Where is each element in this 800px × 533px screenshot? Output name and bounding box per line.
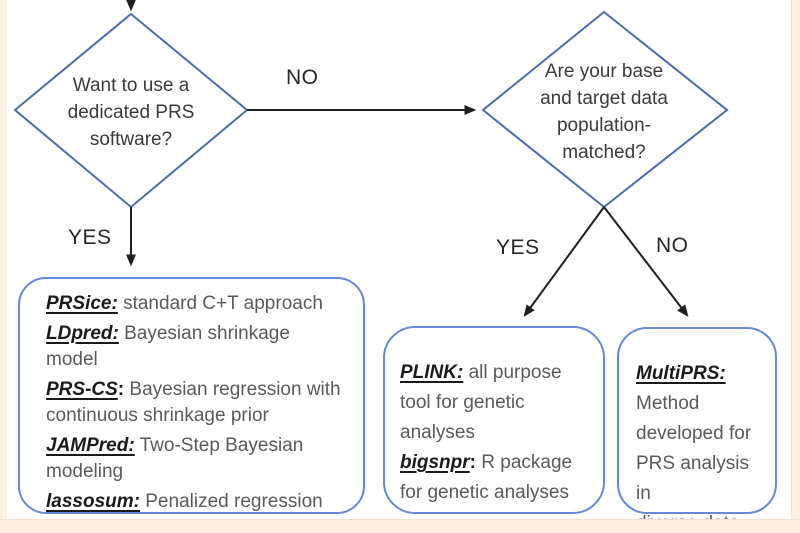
tool-entry-multiprs: MultiPRS: Method developed for PRS analy… — [636, 359, 769, 533]
tool-name: JAMPred: — [46, 435, 135, 456]
tool-entry-ldpred: LDpred: Bayesian shrinkage model — [46, 321, 353, 373]
tool-name: MultiPRS: — [636, 363, 726, 384]
box-diverse-tools: MultiPRS: Method developed for PRS analy… — [617, 327, 777, 533]
question-dedicated-prs: Want to use a dedicated PRS software? — [67, 75, 195, 150]
tool-entry-prsice: PRSice: standard C+T approach — [46, 291, 353, 317]
tool-name: bigsnpr — [400, 452, 470, 473]
tool-name: PLINK: — [400, 362, 464, 383]
tool-entry-plink: PLINK: all purpose tool for genetic anal… — [400, 358, 593, 448]
tool-name: LDpred: — [46, 323, 119, 344]
edge-label-yes-1: YES — [68, 226, 112, 249]
tool-desc: R package for genetic analyses — [400, 452, 573, 503]
edge-label-no-2: NO — [656, 234, 689, 257]
page-edge-right — [791, 0, 800, 533]
tool-name: lassosum: — [46, 491, 140, 512]
tool-desc: Two-Step Bayesian modeling — [46, 435, 304, 482]
box-matched-tools: PLINK: all purpose tool for genetic anal… — [383, 326, 605, 514]
tool-desc: Method developed for PRS analysis in div… — [636, 393, 752, 533]
tool-name: PRS-CS — [46, 379, 118, 400]
box-dedicated-tools: PRSice: standard C+T approach LDpred: Ba… — [18, 277, 365, 514]
arrow-no-to-diverse-tools — [603, 206, 689, 317]
page-edge-left — [0, 0, 7, 533]
tool-name: PRSice: — [46, 293, 118, 314]
tool-desc: Bayesian shrinkage model — [46, 323, 290, 370]
edge-label-no-1: NO — [286, 66, 319, 89]
tool-entry-lassosum: lassosum: Penalized regression — [46, 489, 353, 515]
tool-entry-prscs: PRS-CS: Bayesian regression with continu… — [46, 379, 341, 426]
tool-desc: Penalized regression — [139, 491, 323, 512]
tool-entry-jampred: JAMPred: Two-Step Bayesian modeling — [46, 433, 353, 485]
tool-entry-bigsnpr: bigsnpr: R package for genetic analyses — [400, 452, 573, 503]
tool-desc: all purpose tool for genetic analyses — [400, 362, 562, 443]
edge-label-yes-2: YES — [496, 236, 540, 259]
arrow-yes-to-matched-tools — [523, 206, 605, 317]
question-population-matched: Are your base and target data population… — [540, 61, 668, 163]
tool-desc: standard C+T approach — [117, 293, 323, 314]
tool-desc: Bayesian regression with continuous shri… — [46, 379, 341, 426]
page-edge-bottom — [0, 519, 800, 533]
